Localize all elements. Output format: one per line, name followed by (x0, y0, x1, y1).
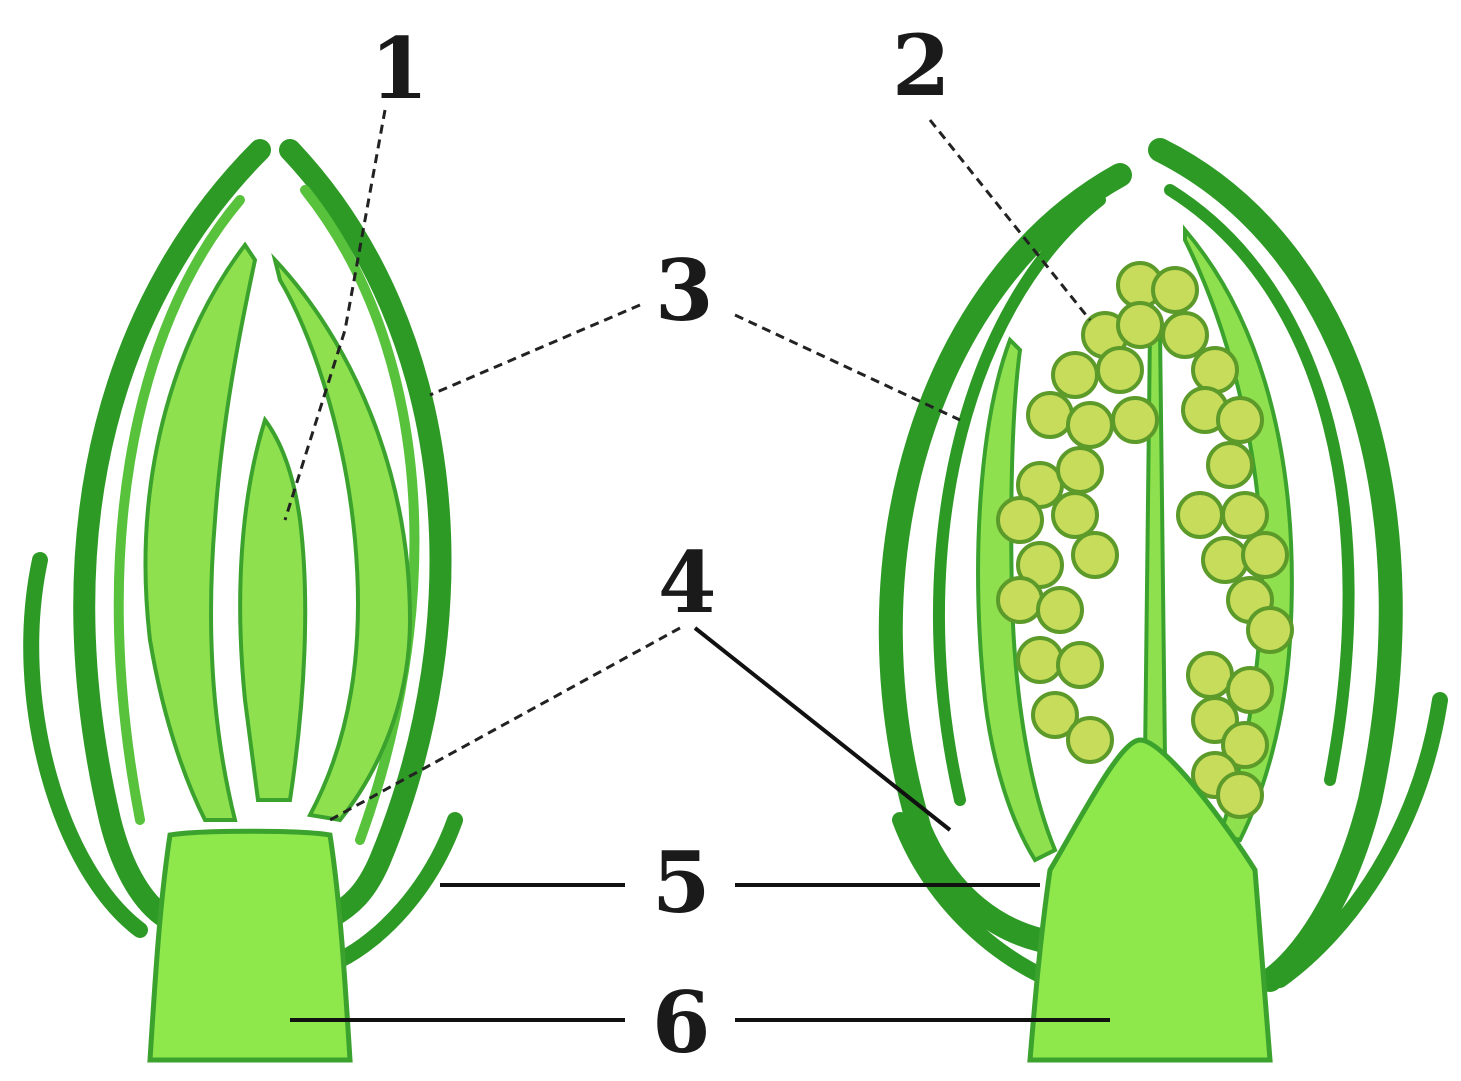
flower-bud (891, 150, 1440, 1060)
flower-primordium (1223, 493, 1267, 537)
flower-primordium (1053, 353, 1097, 397)
flower-primordium (1228, 668, 1272, 712)
label-6: 6 (652, 973, 710, 1072)
flower-primordium (1068, 718, 1112, 762)
flower-primordium (1188, 653, 1232, 697)
leader-3-left (430, 305, 640, 395)
flower-primordium (1018, 638, 1062, 682)
flower-primordium (1208, 443, 1252, 487)
label-4: 4 (658, 533, 716, 632)
label-2: 2 (892, 16, 950, 115)
leader-4-right (695, 628, 950, 830)
flower-primordium (1248, 608, 1292, 652)
flower-primordium (1113, 398, 1157, 442)
flower-primordium (1178, 493, 1222, 537)
leader-3-right (735, 315, 960, 420)
flower-primordium (1073, 533, 1117, 577)
flower-axis (1145, 330, 1165, 760)
flower-primordium (1218, 773, 1262, 817)
flower-primordium (1053, 493, 1097, 537)
flower-primordium (1193, 348, 1237, 392)
flower-primordium (998, 498, 1042, 542)
flower-primordium (1118, 303, 1162, 347)
flower-primordium (1153, 268, 1197, 312)
flower-primordium (1243, 533, 1287, 577)
flower-primordium (1038, 588, 1082, 632)
label-5: 5 (652, 833, 710, 932)
flower-primordium (1163, 313, 1207, 357)
flower-primordium (1058, 643, 1102, 687)
flower-primordium (1098, 348, 1142, 392)
label-3: 3 (655, 241, 713, 340)
flower-primordium (1068, 403, 1112, 447)
growing-point (240, 420, 305, 800)
flower-primordium (1203, 538, 1247, 582)
label-1: 1 (370, 19, 428, 118)
flower-primordium (1028, 393, 1072, 437)
leaf-bud (31, 150, 455, 1060)
flower-primordium (998, 578, 1042, 622)
leaf-bud-base (150, 831, 350, 1060)
flower-primordium (1058, 448, 1102, 492)
number-labels: 1 2 3 4 5 6 (370, 16, 950, 1072)
flower-primordium (1218, 398, 1262, 442)
